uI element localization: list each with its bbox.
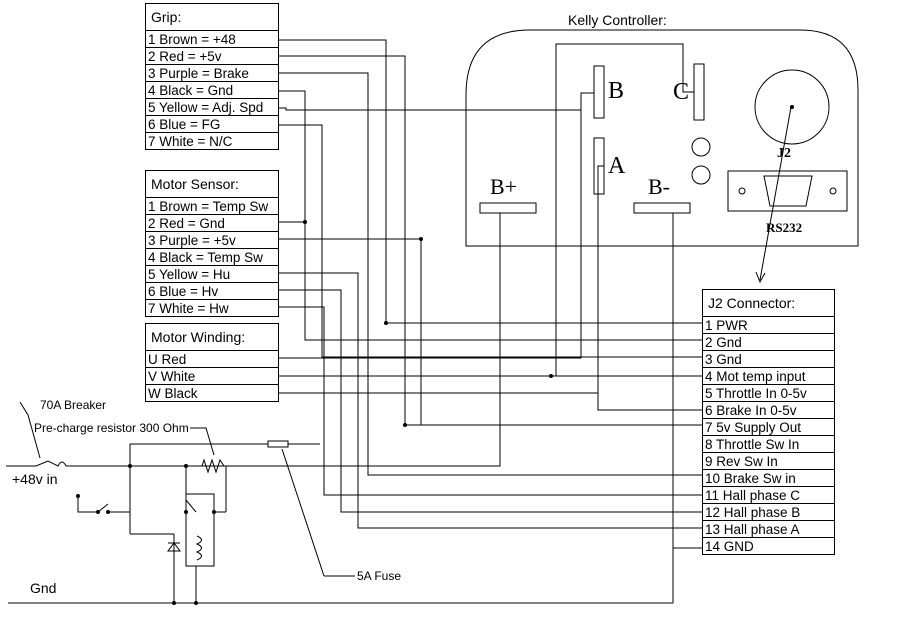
j2-row: 6 Brake In 0-5v	[703, 402, 834, 419]
grip-wire-purple	[278, 72, 703, 476]
grip-row: 6 Blue = FG	[146, 116, 278, 133]
motor-winding-table: Motor Winding: U Red V White W Black	[145, 323, 279, 402]
motor-winding-row: U Red	[146, 351, 278, 368]
grip-row: 2 Red = +5v	[146, 48, 278, 65]
terminal-b-label: B	[608, 78, 625, 104]
sensor-wire-blue	[278, 289, 703, 513]
j2-round-port	[754, 69, 830, 145]
controller-outline	[465, 29, 859, 247]
j2-row: 11 Hall phase C	[703, 487, 834, 504]
terminal-b-bar	[593, 65, 605, 119]
breaker-symbol	[35, 460, 130, 467]
j2-row: 1 PWR	[703, 317, 834, 334]
j2-row: 4 Mot temp input	[703, 368, 834, 385]
motor-sensor-row: 3 Purple = +5v	[146, 232, 278, 249]
motor-winding-row: W Black	[148, 386, 198, 401]
grip-table: Grip: 1 Brown = +48 2 Red = +5v 3 Purple…	[145, 3, 279, 150]
fuse-symbol	[267, 440, 289, 448]
breaker-label: 70A Breaker	[40, 398, 107, 412]
motor-sensor-row: 6 Blue = Hv	[146, 283, 278, 300]
grip-title: Grip:	[146, 4, 278, 31]
j2-row: 8 Throttle Sw In	[703, 436, 834, 453]
motor-sensor-table: Motor Sensor: 1 Brown = Temp Sw 2 Red = …	[145, 170, 279, 317]
motor-sensor-row: 7 White = Hw	[148, 301, 229, 316]
j2-row: 3 Gnd	[703, 351, 834, 368]
winding-wire-u	[278, 92, 594, 359]
grip-wire-yellow	[278, 107, 581, 111]
motor-sensor-row: 1 Brown = Temp Sw	[146, 198, 278, 215]
controller-hole-top	[691, 137, 711, 157]
motor-sensor-row: 4 Black = Temp Sw	[146, 249, 278, 266]
motor-sensor-row: 5 Yellow = Hu	[146, 266, 278, 283]
grip-wire-red	[278, 55, 703, 426]
grip-wire-brown	[278, 39, 703, 324]
gnd-label: Gnd	[30, 580, 57, 596]
motor-sensor-row: 2 Red = Gnd	[146, 215, 278, 232]
terminal-bminus-bar	[633, 202, 691, 214]
winding-wire-v	[278, 43, 694, 377]
j2-row: 12 Hall phase B	[703, 504, 834, 521]
fuse-label: 5A Fuse	[357, 569, 402, 583]
j2-label: J2	[777, 146, 791, 161]
plus48-label: +48v in	[12, 471, 58, 487]
j2-row: 14 GND	[705, 539, 754, 554]
terminal-bplus-bar	[479, 202, 537, 214]
sensor-wire-yellow	[278, 272, 703, 529]
grip-row: 1 Brown = +48	[146, 31, 278, 48]
grip-row: 3 Purple = Brake	[146, 65, 278, 82]
controller-hole-bottom	[691, 165, 711, 185]
grip-row: 7 White = N/C	[148, 134, 233, 149]
sensor-wire-purple	[278, 238, 422, 425]
controller-title: Kelly Controller:	[568, 12, 667, 28]
grip-wire-blue	[278, 124, 703, 358]
terminal-bminus-label: B-	[648, 174, 670, 199]
rs232-label: RS232	[766, 220, 803, 235]
motor-winding-title: Motor Winding:	[146, 324, 278, 351]
sensor-wire-white	[278, 306, 703, 496]
grip-row: 5 Yellow = Adj. Spd	[146, 99, 278, 116]
precharge-label: Pre-charge resistor 300 Ohm	[34, 421, 189, 435]
j2-row: 5 Throttle In 0-5v	[703, 385, 834, 402]
grip-wire-black	[278, 90, 703, 341]
rs232-port	[727, 170, 848, 212]
terminal-c-bar	[693, 63, 705, 121]
motor-winding-row: V White	[146, 368, 278, 385]
j2-connector-table: J2 Connector: 1 PWR 2 Gnd 3 Gnd 4 Mot te…	[702, 289, 835, 555]
terminal-a-label: A	[608, 153, 626, 179]
relay-coil-box	[185, 493, 215, 567]
j2-row: 2 Gnd	[703, 334, 834, 351]
bplus-wire	[130, 213, 501, 467]
diode-symbol	[167, 542, 181, 552]
j2-row: 7 5v Supply Out	[703, 419, 834, 436]
j2-row: 10 Brake Sw in	[703, 470, 834, 487]
j2-row: 9 Rev Sw In	[703, 453, 834, 470]
grip-row: 4 Black = Gnd	[146, 82, 278, 99]
j2-row: 13 Hall phase A	[703, 521, 834, 538]
terminal-bplus-label: B+	[490, 174, 518, 199]
j2-connector-title: J2 Connector:	[703, 290, 834, 317]
winding-wire-w	[278, 165, 604, 394]
terminal-c-label: C	[673, 79, 690, 105]
motor-sensor-title: Motor Sensor:	[146, 171, 278, 198]
precharge-resistor	[175, 458, 250, 474]
